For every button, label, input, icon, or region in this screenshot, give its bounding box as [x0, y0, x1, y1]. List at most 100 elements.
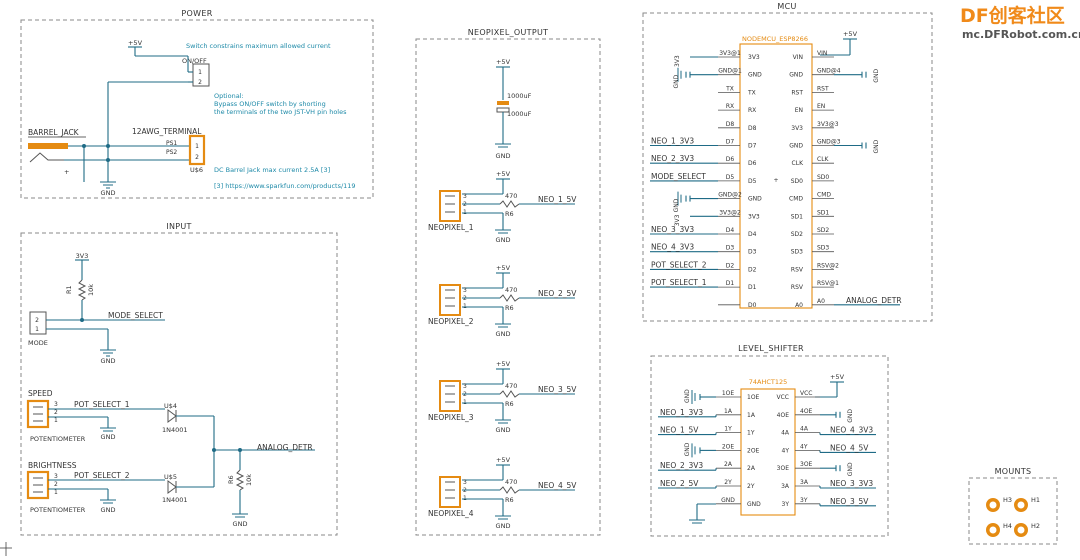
- neo-vplus-3: +5V: [496, 360, 511, 368]
- analog-detr-net-input: ANALOG_DETR: [257, 443, 313, 452]
- mcu-pin-left-6: D6: [748, 160, 757, 167]
- level-ext-right-6: 3Y: [800, 497, 808, 504]
- dfrobot-logo[interactable]: DF创客社区 mc.DFRobot.com.cn: [960, 4, 1080, 41]
- mcu-ext-left-2: TX: [725, 85, 734, 92]
- mcu-pin-left-7: D5: [748, 178, 757, 185]
- logo-cn: 创客社区: [988, 4, 1065, 27]
- neopixel-name-3: NEOPIXEL_3: [428, 413, 474, 422]
- mcu-ext-left-3: RX: [726, 103, 734, 110]
- mcu-pin-left-14: D0: [748, 302, 757, 309]
- neo-net-1: NEO_1_5V: [538, 195, 577, 204]
- mode-label: MODE: [28, 339, 48, 347]
- level-shifter-chip: [740, 388, 796, 516]
- input-title: INPUT: [166, 222, 191, 231]
- level-vplus: +5V: [830, 373, 845, 381]
- mcu-pin-left-5: D7: [748, 143, 757, 150]
- level-ext-left-1: 1A: [724, 408, 733, 415]
- neopixel-connector-icon: [439, 190, 461, 222]
- mcu-ext-right-8: CMD: [817, 192, 831, 199]
- mcu-ext-right-11: SD3: [817, 245, 829, 252]
- level-pin-right-1: 4OE: [777, 412, 790, 419]
- level-ext-left-5: 2Y: [724, 479, 732, 486]
- svg-text:1: 1: [54, 417, 58, 424]
- mcu-pin-left-2: TX: [747, 89, 756, 96]
- mcu-pin-left-1: GND: [748, 72, 762, 79]
- barrel-jack-icon: [28, 143, 68, 149]
- level-net-left-1: NEO_1_3V3: [660, 408, 703, 417]
- mcu-pin-left-9: 3V3: [748, 213, 760, 220]
- mcu-pin-right-14: A0: [795, 302, 803, 309]
- terminal-label: 12AWG_TERMINAL: [132, 127, 202, 136]
- u4-ref: U$4: [164, 402, 177, 410]
- mcu-ext-right-6: CLK: [817, 156, 830, 163]
- onoff-switch: [192, 63, 210, 87]
- mcu-ext-left-8: GND@2: [718, 192, 742, 199]
- u4-part: 1N4001: [162, 426, 188, 434]
- mcu-ext-right-4: 3V3@3: [817, 121, 839, 128]
- neopixel-connector-icon: [439, 476, 461, 508]
- neo-resistor-ref-4: R6: [505, 496, 514, 504]
- mcu-net-left-11: NEO_4_3V3: [651, 243, 694, 252]
- r6-ref: R6: [227, 475, 235, 484]
- mcu-ext-left-10: D4: [726, 227, 735, 234]
- level-shifter-title: LEVEL_SHIFTER: [738, 344, 804, 353]
- mcu-ext-left-0: 3V3@1: [719, 50, 741, 57]
- mcu-ext-right-14: A0: [817, 298, 825, 305]
- mcu-pin-right-8: CMD: [789, 196, 803, 203]
- neopixel-channels: +5V321470R6NEO_1_5VGNDNEOPIXEL_1+5V32147…: [428, 170, 577, 530]
- level-net-right-2: NEO_4_3V3: [830, 426, 873, 435]
- level-pin-left-3: 2OE: [747, 447, 760, 454]
- mcu-ext-right-13: RSV@1: [817, 280, 839, 287]
- level-pin-left-2: 1Y: [747, 430, 755, 437]
- svg-text:DF创客社区: DF创客社区: [960, 4, 1065, 27]
- mcu-pin-right-3: EN: [795, 107, 803, 114]
- level-shifter-frame: [650, 355, 889, 537]
- mcu-left-3v3-9: 3V3: [674, 214, 681, 226]
- svg-text:3: 3: [463, 479, 467, 486]
- mcu-pin-left-0: 3V3: [748, 54, 760, 61]
- mcu-pin-right-1: GND: [789, 72, 803, 79]
- mcu-pin-left-10: D4: [748, 231, 757, 238]
- mcu-pin-right-12: RSV: [791, 266, 804, 273]
- mcu-ext-left-5: D7: [726, 139, 735, 146]
- neo-resistor-value-3: 470: [505, 382, 517, 390]
- neo-resistor-value-1: 470: [505, 192, 517, 200]
- neo-net-3: NEO_3_5V: [538, 385, 577, 394]
- level-ext-right-1: 4OE: [800, 408, 813, 415]
- level-pin-left-5: 2Y: [747, 483, 755, 490]
- svg-text:+: +: [773, 177, 778, 184]
- power-note-dc: DC Barrel Jack max current 2.5A [3]: [214, 166, 330, 174]
- r1-ref: R1: [65, 285, 73, 294]
- level-pin-right-4: 3OE: [777, 465, 790, 472]
- mcu-pin-left-8: GND: [748, 196, 762, 203]
- power-note-opt1: Optional:: [214, 92, 244, 100]
- u5-ref: U$5: [164, 473, 177, 481]
- mcu-pin-left-12: D2: [748, 266, 757, 273]
- mcu-net-left-12: POT_SELECT_2: [651, 260, 707, 269]
- r1-value: 10k: [87, 284, 95, 296]
- barrel-jack-label: BARREL_JACK: [28, 128, 80, 137]
- nodemcu-chip-label: NODEMCU_ESP8266: [742, 35, 808, 43]
- power-note-switch: Switch constrains maximum allowed curren…: [186, 42, 331, 50]
- mcu-net-left-7: MODE_SELECT: [651, 172, 706, 181]
- mount-hole-icon: [986, 498, 1028, 537]
- neo-resistor-ref-1: R6: [505, 210, 514, 218]
- svg-text:3: 3: [463, 287, 467, 294]
- mounts-title: MOUNTS: [995, 467, 1032, 476]
- r6-value: 10k: [245, 474, 253, 486]
- screw-terminal-icon: [188, 134, 206, 166]
- level-ext-left-0: 1OE: [722, 390, 735, 397]
- hole-h2: H2: [1031, 522, 1040, 530]
- mcu-pin-right-9: SD1: [791, 213, 803, 220]
- level-left-gnd-3: GND: [684, 442, 691, 456]
- neo-gnd-2: GND: [496, 330, 511, 338]
- mcu-right-gnd-1: GND: [873, 69, 880, 83]
- mounts-section: H3 H1 H4 H2: [986, 496, 1040, 537]
- mcu-pin-right-11: SD3: [791, 249, 803, 256]
- neopixel-name-1: NEOPIXEL_1: [428, 223, 474, 232]
- level-pin-right-6: 3Y: [782, 501, 790, 508]
